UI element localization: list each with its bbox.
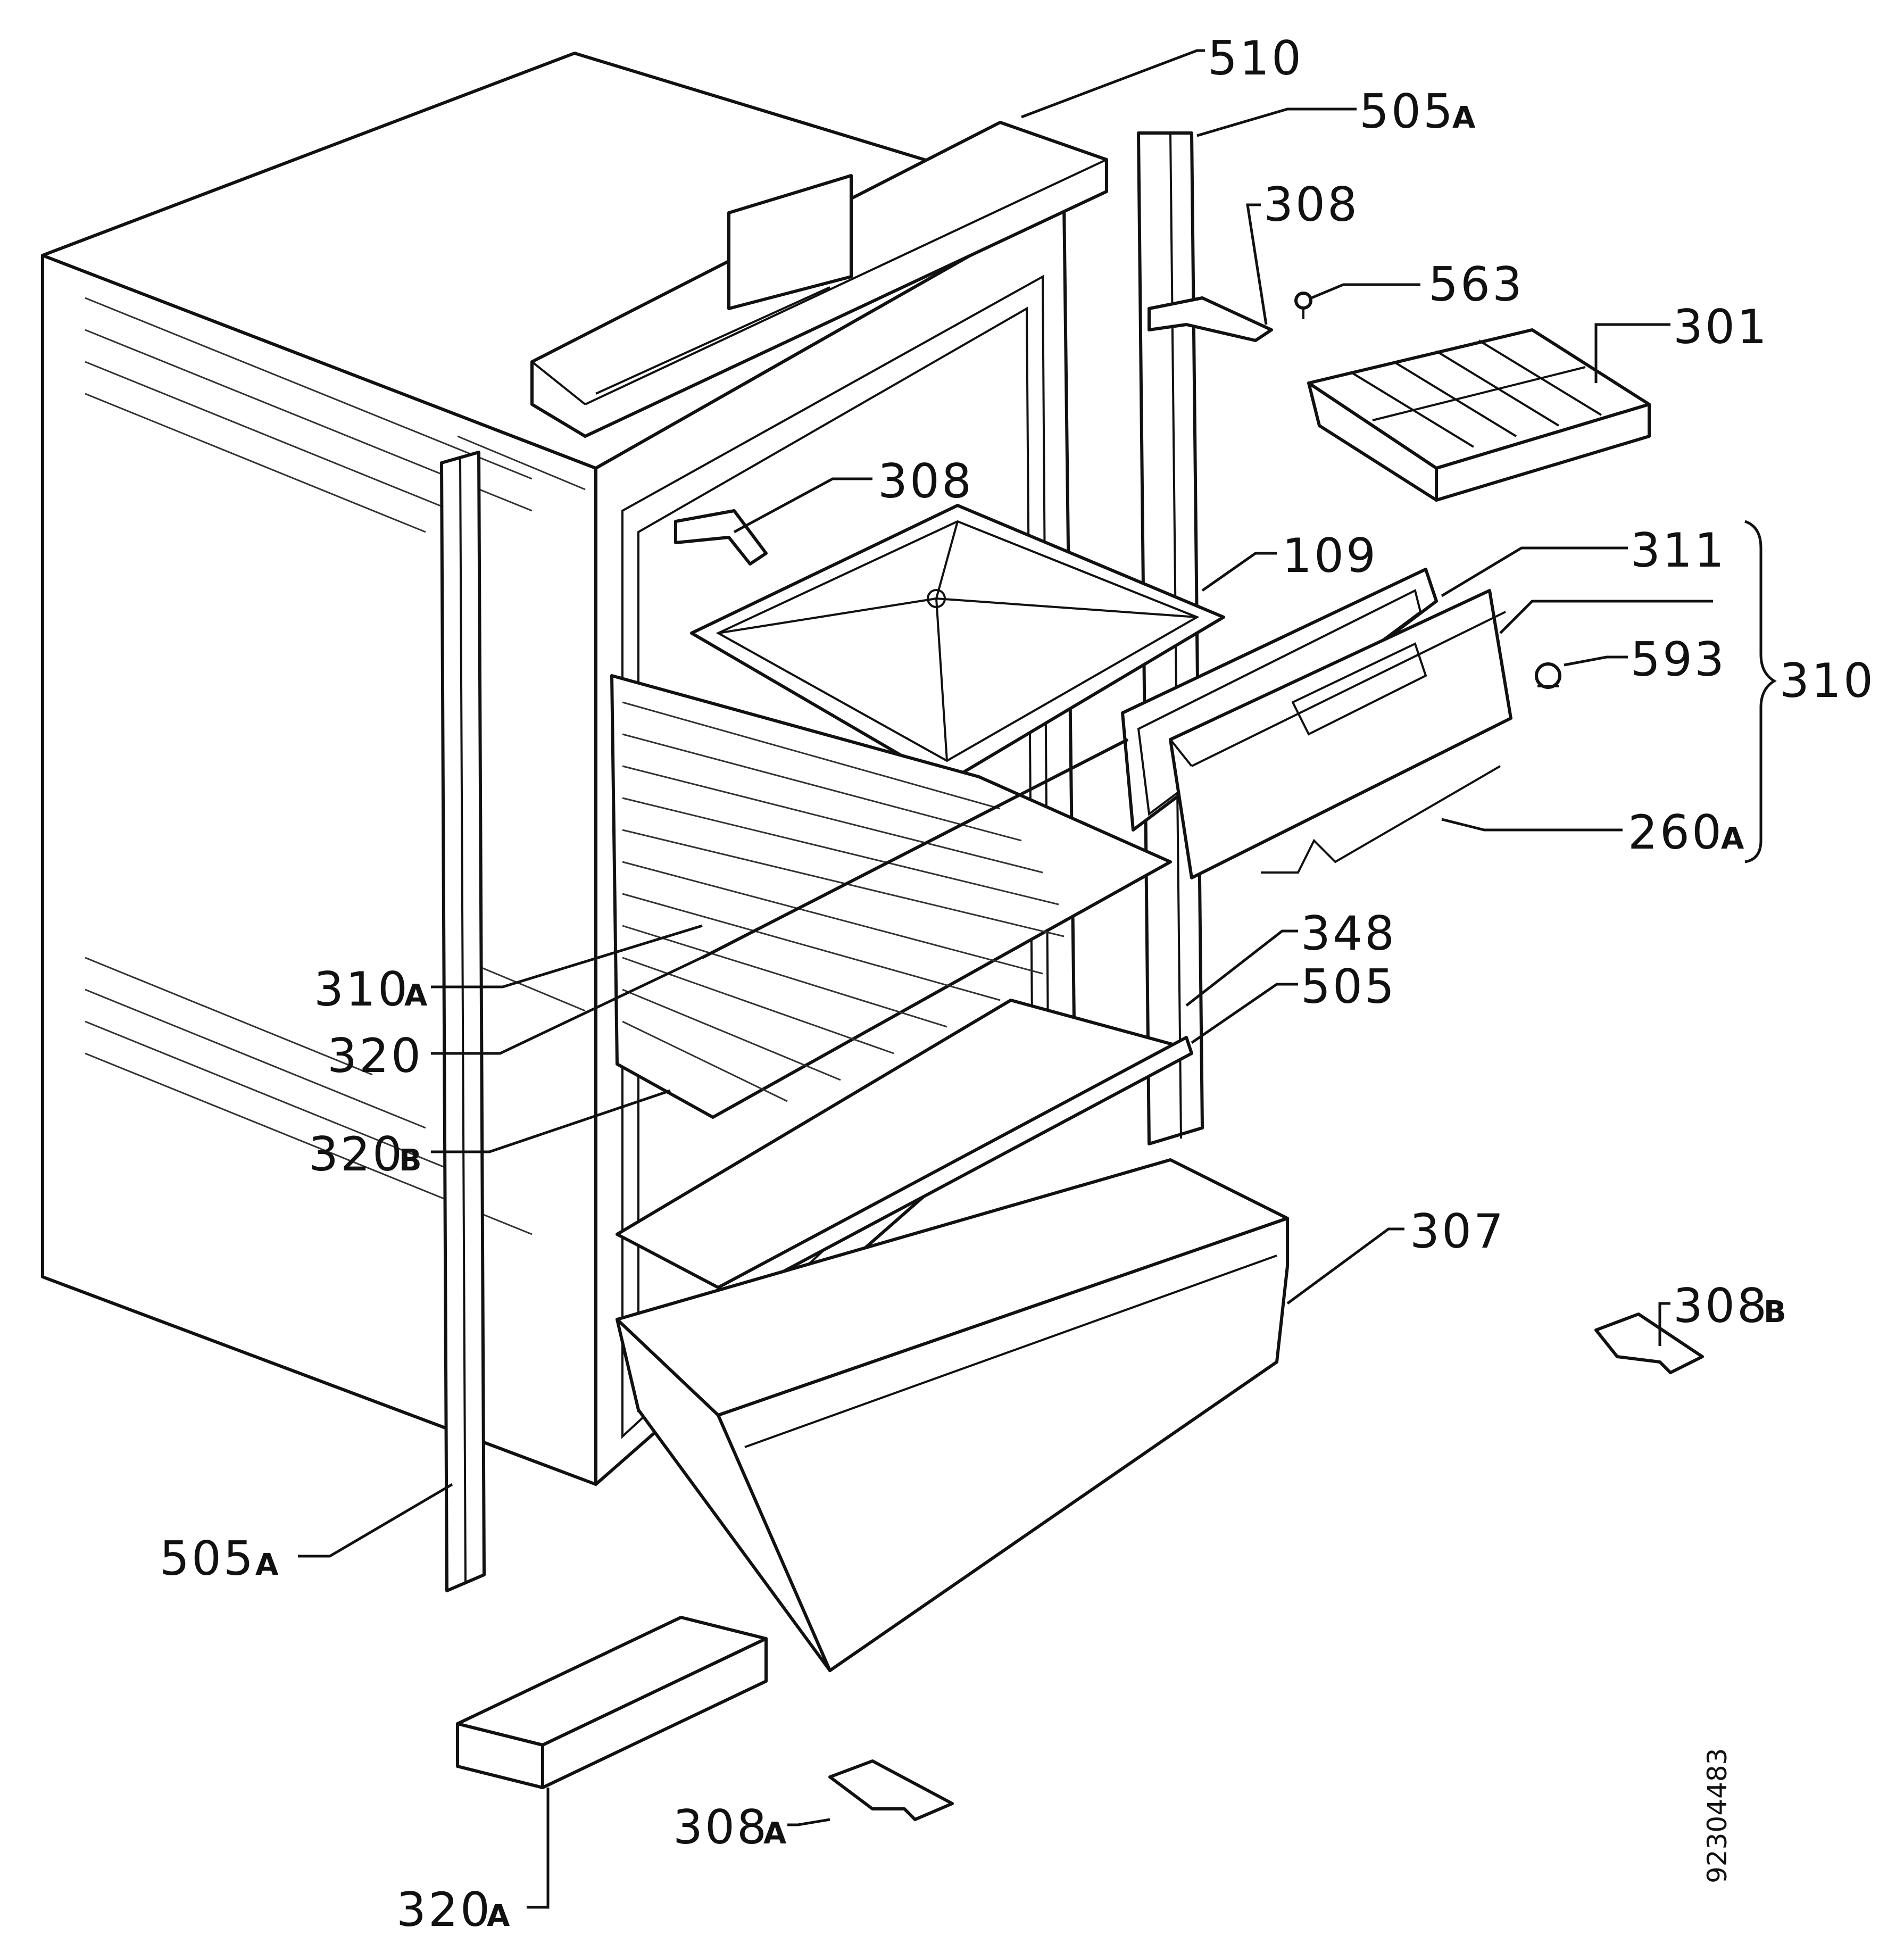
callout-310a-suffix: A — [404, 978, 428, 1013]
hinge-308b — [1594, 1312, 1704, 1374]
callout-308b: 308 — [1673, 1278, 1769, 1333]
callout-593: 593 — [1631, 632, 1726, 687]
leader-lines — [298, 49, 1713, 1909]
callout-301: 301 — [1673, 300, 1769, 354]
hinge-308-top — [1148, 296, 1273, 342]
callout-308a: 308 — [673, 1800, 769, 1855]
hinge-bar-505a-left — [440, 451, 486, 1592]
callout-308b-suffix: B — [1764, 1295, 1786, 1330]
callout-320a: 320 — [396, 1882, 492, 1937]
shelf-320 — [610, 674, 1172, 1119]
callout-260a-suffix: A — [1721, 821, 1744, 856]
callout-109: 109 — [1282, 528, 1378, 583]
callout-308-mid: 308 — [878, 454, 974, 509]
callout-505a-top-suffix: A — [1452, 101, 1476, 135]
ice-tray-301 — [1307, 328, 1651, 502]
callout-311: 311 — [1631, 523, 1726, 578]
document-number: 92304483 — [1702, 1748, 1733, 1884]
callout-260a: 260 — [1628, 805, 1724, 860]
hinge-308-mid — [674, 509, 768, 566]
callout-505a-left: 505 — [160, 1531, 255, 1586]
callout-505a-left-suffix: A — [255, 1548, 279, 1582]
screw-563 — [1294, 292, 1312, 319]
callout-320a-suffix: A — [487, 1899, 510, 1933]
callout-348: 348 — [1301, 906, 1396, 961]
callout-563: 563 — [1428, 257, 1524, 312]
callout-320b: 320 — [309, 1127, 404, 1182]
drip-tray-109 — [690, 504, 1225, 784]
callout-320: 320 — [327, 1028, 423, 1083]
callout-310: 310 — [1780, 653, 1875, 708]
callout-308a-suffix: A — [763, 1816, 787, 1851]
top-trim-510 — [530, 121, 1108, 438]
callout-505a-top: 505 — [1359, 84, 1455, 139]
screw-593 — [1535, 662, 1561, 689]
bracket-310 — [1744, 520, 1777, 863]
hinge-308a — [828, 1759, 954, 1821]
side-panel-shading — [85, 297, 586, 1235]
callout-labels: 510 505 A 308 563 301 308 109 311 593 31… — [160, 31, 1875, 1937]
callout-510: 510 — [1208, 31, 1303, 86]
freezer-door-310 — [1169, 589, 1512, 879]
callout-308-top: 308 — [1263, 177, 1359, 232]
crisper-drawer-307 — [616, 1158, 1289, 1672]
wire-260a — [1261, 765, 1501, 874]
callout-320b-suffix: B — [399, 1143, 422, 1178]
callout-505: 505 — [1301, 959, 1396, 1014]
bottom-trim-320a — [456, 1616, 768, 1789]
callout-310a: 310 — [314, 962, 410, 1017]
callout-307: 307 — [1410, 1204, 1506, 1259]
